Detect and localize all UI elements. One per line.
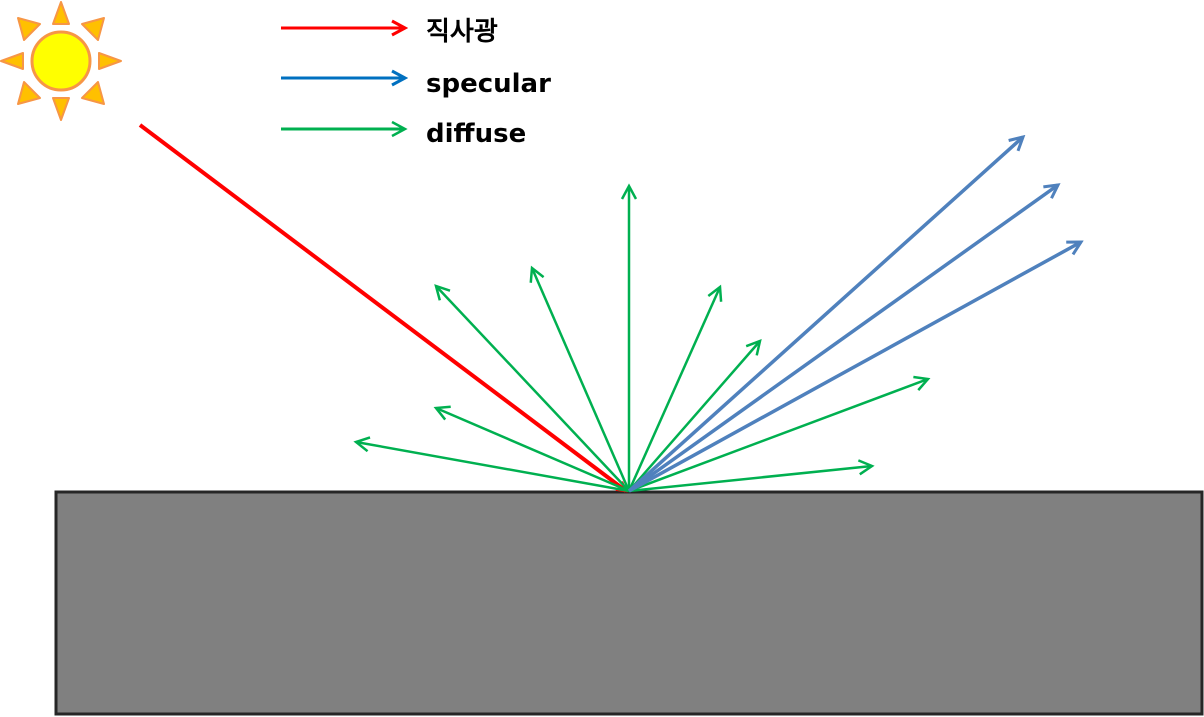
diffuse-ray: [628, 339, 762, 492]
reflecting-surface: [54, 490, 1204, 716]
direct-light-ray: [138, 123, 626, 493]
specular-ray: [627, 137, 1023, 493]
diffuse-ray: [433, 405, 630, 493]
legend-item-diffuse: diffuse: [281, 119, 526, 149]
diffuse-rays: [353, 183, 931, 493]
legend-item-specular: specular: [281, 69, 551, 99]
specular-ray: [628, 240, 1081, 493]
diffuse-ray: [529, 265, 631, 492]
legend-label-diffuse: diffuse: [426, 119, 526, 149]
diffuse-ray: [627, 284, 723, 492]
specular-ray: [627, 185, 1058, 493]
diffuse-ray: [628, 459, 875, 493]
diffuse-ray: [628, 375, 931, 493]
specular-rays: [627, 137, 1081, 493]
legend-item-direct: 직사광: [281, 17, 498, 47]
legend-label-direct: 직사광: [426, 17, 498, 47]
diffuse-ray: [434, 284, 630, 492]
legend: 직사광 specular diffuse: [281, 17, 551, 149]
sun-icon: [0, 1, 122, 121]
diffuse-ray: [353, 436, 630, 493]
legend-label-specular: specular: [426, 69, 551, 99]
